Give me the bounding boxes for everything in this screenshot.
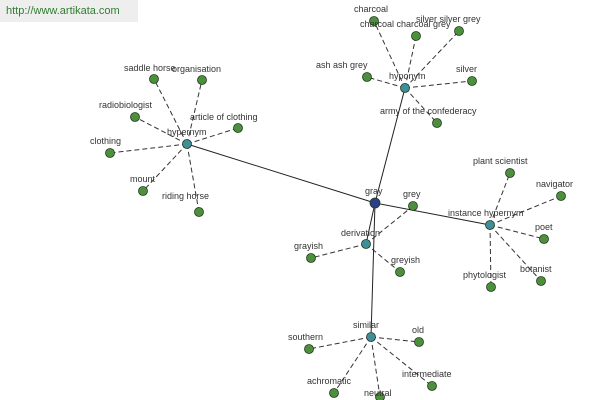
watermark-url: http://www.artikata.com (0, 0, 138, 22)
leaf-node-phytologist (486, 282, 496, 292)
edge-similar-southern (308, 336, 372, 350)
edge-similar-neutral (370, 336, 381, 398)
leaf-node-silver-silver-grey (454, 26, 464, 36)
edge-instance-hypernym-navigator (489, 195, 562, 226)
edge-hypernym-organisation (186, 79, 203, 145)
leaf-node-greyish (395, 267, 405, 277)
center-node-gray (369, 197, 381, 209)
edge-similar-achromatic (333, 336, 372, 394)
leaf-node-botanist (536, 276, 546, 286)
leaf-node-mount (138, 186, 148, 196)
leaf-node-radiobiologist (130, 112, 140, 122)
edge-instance-hypernym-poet (489, 224, 545, 240)
leaf-label-old: old (412, 325, 424, 335)
relation-node-hypernym (182, 139, 192, 149)
relation-label-instance-hypernym: instance hypernym (448, 208, 524, 218)
leaf-label-neutral: neutral (364, 388, 392, 398)
leaf-node-silver (467, 76, 477, 86)
leaf-label-silver-silver-grey: silver silver grey (416, 14, 481, 24)
edge-similar-old (370, 336, 420, 343)
leaf-node-grayish (306, 253, 316, 263)
leaf-label-riding-horse: riding horse (162, 191, 209, 201)
leaf-node-neutral (375, 392, 385, 400)
leaf-label-botanist: botanist (520, 264, 552, 274)
leaf-node-organisation (197, 75, 207, 85)
leaf-label-charcoal: charcoal (354, 4, 388, 14)
relation-node-hyponym (400, 83, 410, 93)
leaf-node-riding-horse (194, 207, 204, 217)
leaf-label-achromatic: achromatic (307, 376, 352, 386)
relation-label-similar: similar (353, 320, 379, 330)
leaf-label-plant-scientist: plant scientist (473, 156, 528, 166)
leaf-node-charcoal-charcoal-grey (411, 31, 421, 41)
edge-gray-hypernym (186, 143, 376, 204)
edge-hypernym-article-of-clothing (186, 127, 239, 145)
leaf-label-phytologist: phytologist (463, 270, 507, 280)
leaf-label-army-of-the-confederacy: army of the confederacy (380, 106, 477, 116)
leaf-node-grey (408, 201, 418, 211)
leaf-label-article-of-clothing: article of clothing (190, 112, 258, 122)
leaf-node-ash-ash-grey (362, 72, 372, 82)
edge-gray-hyponym (374, 87, 406, 204)
leaf-label-poet: poet (535, 222, 553, 232)
edge-instance-hypernym-botanist (489, 224, 542, 282)
leaf-label-ash-ash-grey: ash ash grey (316, 60, 368, 70)
edge-similar-intermediate (370, 336, 433, 387)
edge-hypernym-mount (142, 143, 188, 192)
edge-hyponym-silver-silver-grey (404, 30, 460, 89)
center-label-gray: gray (365, 186, 383, 196)
leaf-node-saddle-horse (149, 74, 159, 84)
leaf-label-mount: mount (130, 174, 156, 184)
relation-label-derivation: derivation (341, 228, 380, 238)
edge-hypernym-saddle-horse (153, 78, 188, 145)
leaf-label-charcoal-charcoal-grey: charcoal charcoal grey (360, 19, 451, 29)
leaf-label-grey: grey (403, 189, 421, 199)
edge-gray-similar (370, 202, 376, 338)
leaf-label-navigator: navigator (536, 179, 573, 189)
edge-hyponym-charcoal (373, 20, 406, 89)
leaf-node-charcoal (369, 16, 379, 26)
edge-instance-hypernym-phytologist (489, 224, 492, 288)
edge-hyponym-ash-ash-grey (366, 76, 406, 89)
leaf-label-organisation: organisation (172, 64, 221, 74)
edge-derivation-greyish (365, 243, 401, 273)
leaf-node-poet (539, 234, 549, 244)
edge-gray-derivation (365, 202, 376, 245)
leaf-node-navigator (556, 191, 566, 201)
relation-node-similar (366, 332, 376, 342)
edge-layer (109, 20, 562, 398)
edge-hyponym-silver (404, 80, 473, 89)
leaf-node-article-of-clothing (233, 123, 243, 133)
edge-hypernym-radiobiologist (134, 116, 188, 145)
leaf-node-clothing (105, 148, 115, 158)
edge-instance-hypernym-plant-scientist (489, 172, 511, 226)
relation-node-derivation (361, 239, 371, 249)
leaf-node-old (414, 337, 424, 347)
leaf-label-grayish: grayish (294, 241, 323, 251)
leaf-label-saddle-horse: saddle horse (124, 63, 176, 73)
edge-gray-instance-hypernym (374, 202, 491, 226)
leaf-label-radiobiologist: radiobiologist (99, 100, 153, 110)
relation-label-hypernym: hypernym (167, 127, 207, 137)
leaf-label-silver: silver (456, 64, 477, 74)
leaf-label-greyish: greyish (391, 255, 420, 265)
leaf-node-achromatic (329, 388, 339, 398)
edge-derivation-grayish (310, 243, 367, 259)
edge-hyponym-charcoal-charcoal-grey (404, 35, 417, 89)
leaf-node-plant-scientist (505, 168, 515, 178)
node-layer (105, 16, 566, 400)
edge-hypernym-clothing (109, 143, 188, 154)
leaf-node-intermediate (427, 381, 437, 391)
leaf-label-southern: southern (288, 332, 323, 342)
relation-label-hyponym: hyponym (389, 71, 426, 81)
edge-hypernym-riding-horse (186, 143, 200, 213)
leaf-node-southern (304, 344, 314, 354)
leaf-label-intermediate: intermediate (402, 369, 452, 379)
leaf-label-clothing: clothing (90, 136, 121, 146)
relation-node-instance-hypernym (485, 220, 495, 230)
leaf-node-army-of-the-confederacy (432, 118, 442, 128)
